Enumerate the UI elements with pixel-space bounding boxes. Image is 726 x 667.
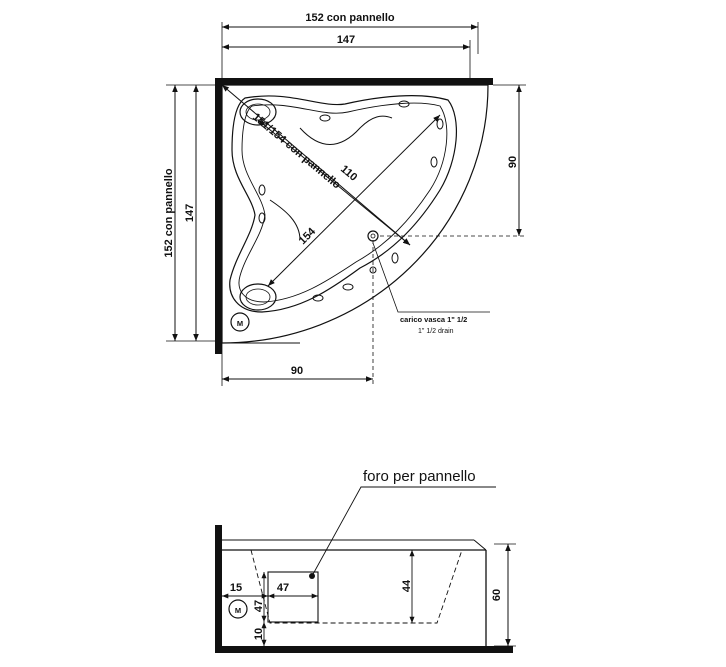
panel-hole-callout: foro per pannello xyxy=(363,468,476,485)
drain-label-it: carico vasca 1" 1/2 xyxy=(400,315,467,324)
front-view: 47 47 15 10 M foro per pannello 44 60 xyxy=(215,468,516,653)
headrest-bottom xyxy=(239,283,277,311)
dim-width-panel-text: 152 con pannello xyxy=(305,12,395,24)
offset-left: 15 xyxy=(230,582,242,594)
dim-side-right-text: 90 xyxy=(507,156,519,168)
front-floor xyxy=(215,646,513,653)
total-height: 60 xyxy=(491,589,503,601)
front-wall xyxy=(215,525,222,653)
drain-label-en: 1" 1/2 drain xyxy=(418,328,454,335)
panel-hole-width: 47 xyxy=(277,582,289,594)
inner-height: 44 xyxy=(401,579,413,592)
dim-height-text: 147 xyxy=(184,204,196,222)
jets xyxy=(258,100,444,302)
top-view: M carico vasca 1" 1/2 1" 1/2 drain 151/1… xyxy=(163,12,526,386)
panel-hole xyxy=(267,571,319,623)
dim-side-bottom-text: 90 xyxy=(291,365,303,377)
dim-diagonal-inner xyxy=(257,119,411,246)
dim-diagonal-length xyxy=(267,114,441,287)
dim-width-text: 147 xyxy=(337,34,355,46)
dim-diagonal-length-text: 154 xyxy=(297,225,319,247)
drain-icon xyxy=(367,230,379,242)
base-offset: 10 xyxy=(253,628,265,640)
panel-hole-height: 47 xyxy=(253,600,265,612)
front-motor-icon xyxy=(228,599,248,619)
wall-left xyxy=(215,78,222,354)
dim-height-panel-text: 152 con pannello xyxy=(163,168,175,258)
motor-label: M xyxy=(237,319,243,328)
motor-icon xyxy=(230,312,250,332)
wall-top xyxy=(215,78,493,85)
front-motor-label: M xyxy=(235,606,241,615)
